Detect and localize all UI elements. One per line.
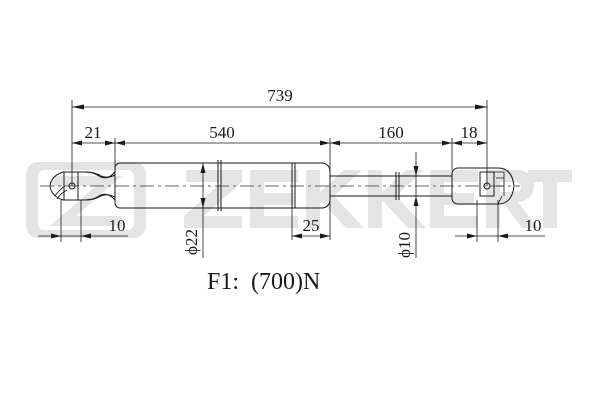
dim-right-eye-label: 10	[525, 216, 542, 235]
dim-rod-length-label: 160	[378, 123, 404, 142]
dimension-row-segments: 21 540 160 18	[72, 123, 487, 176]
zekkert-watermark	[26, 162, 572, 238]
dimension-end-cap: 25	[291, 200, 331, 240]
dim-body-length-label: 540	[209, 123, 235, 142]
piston-rod	[330, 172, 452, 200]
dim-right-offset-label: 18	[461, 123, 478, 142]
dimension-left-eye-width: 10	[38, 200, 128, 242]
dim-left-offset-label: 21	[85, 123, 102, 142]
dim-end-cap-label: 25	[303, 216, 320, 235]
dim-overall-label: 739	[267, 86, 293, 105]
dim-rod-diameter-label: ϕ10	[395, 232, 414, 258]
right-end-fitting	[451, 167, 515, 205]
dimension-body-diameter: ϕ22	[182, 163, 206, 258]
dim-left-eye-label: 10	[109, 216, 126, 235]
dim-body-diameter-label: ϕ22	[182, 229, 201, 255]
dimension-right-eye-width: 10	[455, 200, 545, 242]
force-label: F1: (700)N	[207, 269, 320, 295]
dimension-rod-diameter: ϕ10	[395, 152, 420, 258]
left-end-fitting	[49, 171, 116, 201]
